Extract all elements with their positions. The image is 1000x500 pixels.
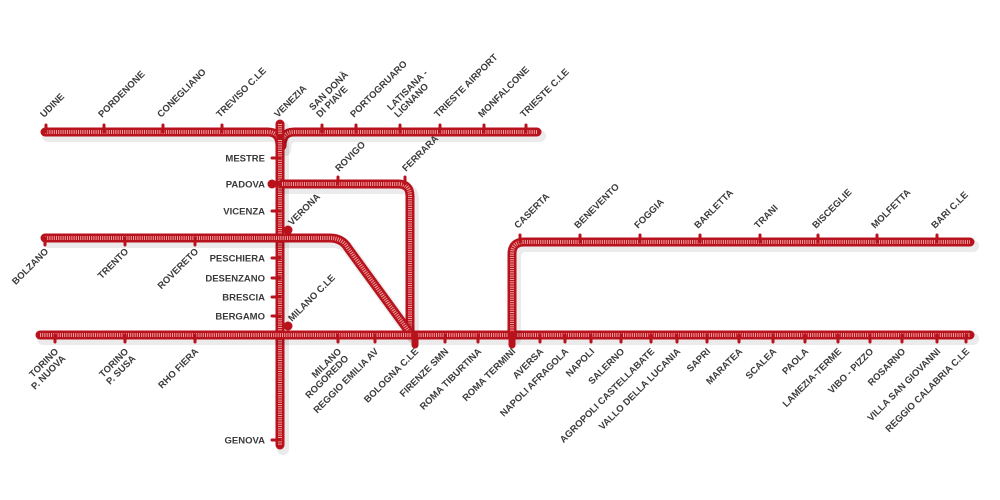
station-label-barletta[interactable]: BARLETTA	[692, 188, 736, 232]
station-label-rovereto[interactable]: ROVERETO	[156, 246, 201, 291]
station-label-lamezia-terme[interactable]: LAMEZIA-TERME	[781, 346, 844, 409]
station-label-torino-p-nuova[interactable]: TORINOP. NUOVA	[22, 346, 68, 392]
station-label-conegliano[interactable]: CONEGLIANO	[155, 67, 208, 120]
station-label-foggia[interactable]: FOGGIA	[632, 197, 666, 231]
station-label-scalea[interactable]: SCALEA	[744, 346, 779, 381]
station-label-sapri[interactable]: SAPRI	[685, 346, 713, 374]
station-label-bergamo[interactable]: BERGAMO	[215, 312, 265, 323]
station-label-roma-tiburtina[interactable]: ROMA TIBURTINA	[418, 346, 484, 412]
tracks	[35, 119, 979, 455]
station-label-bari-c-le[interactable]: BARI C.LE	[929, 190, 970, 231]
station-label-treviso-c-le[interactable]: TREVISO C.LE	[214, 66, 268, 120]
station-label-trani[interactable]: TRANI	[752, 203, 780, 231]
station-label-venezia[interactable]: VENEZIA	[272, 83, 309, 120]
station-label-vicenza[interactable]: VICENZA	[223, 207, 265, 218]
station-label-mestre[interactable]: MESTRE	[225, 154, 265, 165]
station-label-peschiera[interactable]: PESCHIERA	[210, 254, 266, 265]
station-label-paola[interactable]: PAOLA	[780, 346, 811, 377]
station-label-pordenone[interactable]: PORDENONE	[96, 69, 147, 120]
brennero-line-ties	[45, 236, 412, 335]
station-label-verona[interactable]: VERONA	[286, 192, 323, 229]
station-label-padova[interactable]: PADOVA	[226, 180, 265, 191]
station-ticks	[43, 123, 968, 442]
adriatic-line	[507, 237, 975, 340]
station-label-brescia[interactable]: BRESCIA	[222, 293, 265, 304]
station-label-benevento[interactable]: BENEVENTO	[572, 182, 621, 231]
station-label-molfetta[interactable]: MOLFETTA	[869, 187, 913, 231]
adriatic-line-ties	[510, 240, 970, 335]
station-dot-verona	[283, 225, 293, 235]
station-dot-padova	[267, 179, 277, 189]
station-label-milano-rogoredo[interactable]: MILANOROGOREDO	[296, 346, 351, 401]
station-label-genova[interactable]: GENOVA	[225, 436, 266, 447]
station-label-trento[interactable]: TRENTO	[96, 246, 131, 281]
adriatic-line-shadow	[509, 240, 979, 345]
station-label-milano-c-le[interactable]: MILANO C.LE	[286, 273, 337, 324]
station-label-bolzano[interactable]: BOLZANO	[10, 246, 51, 287]
station-label-rho-fiera[interactable]: RHO FIERA	[156, 346, 201, 391]
station-label-udine[interactable]: UDINE	[38, 91, 67, 120]
station-dot-milano-c-le	[283, 321, 293, 331]
station-label-torino-p-susa[interactable]: TORINOP. SUSA	[97, 346, 138, 387]
padova-branch-ties	[282, 182, 412, 333]
station-label-desenzano[interactable]: DESENZANO	[205, 274, 265, 285]
station-label-rovigo[interactable]: ROVIGO	[333, 139, 368, 174]
north-line-shadow	[42, 130, 546, 156]
station-label-bisceglie[interactable]: BISCEGLIE	[810, 187, 854, 231]
station-label-caserta[interactable]: CASERTA	[512, 191, 552, 231]
